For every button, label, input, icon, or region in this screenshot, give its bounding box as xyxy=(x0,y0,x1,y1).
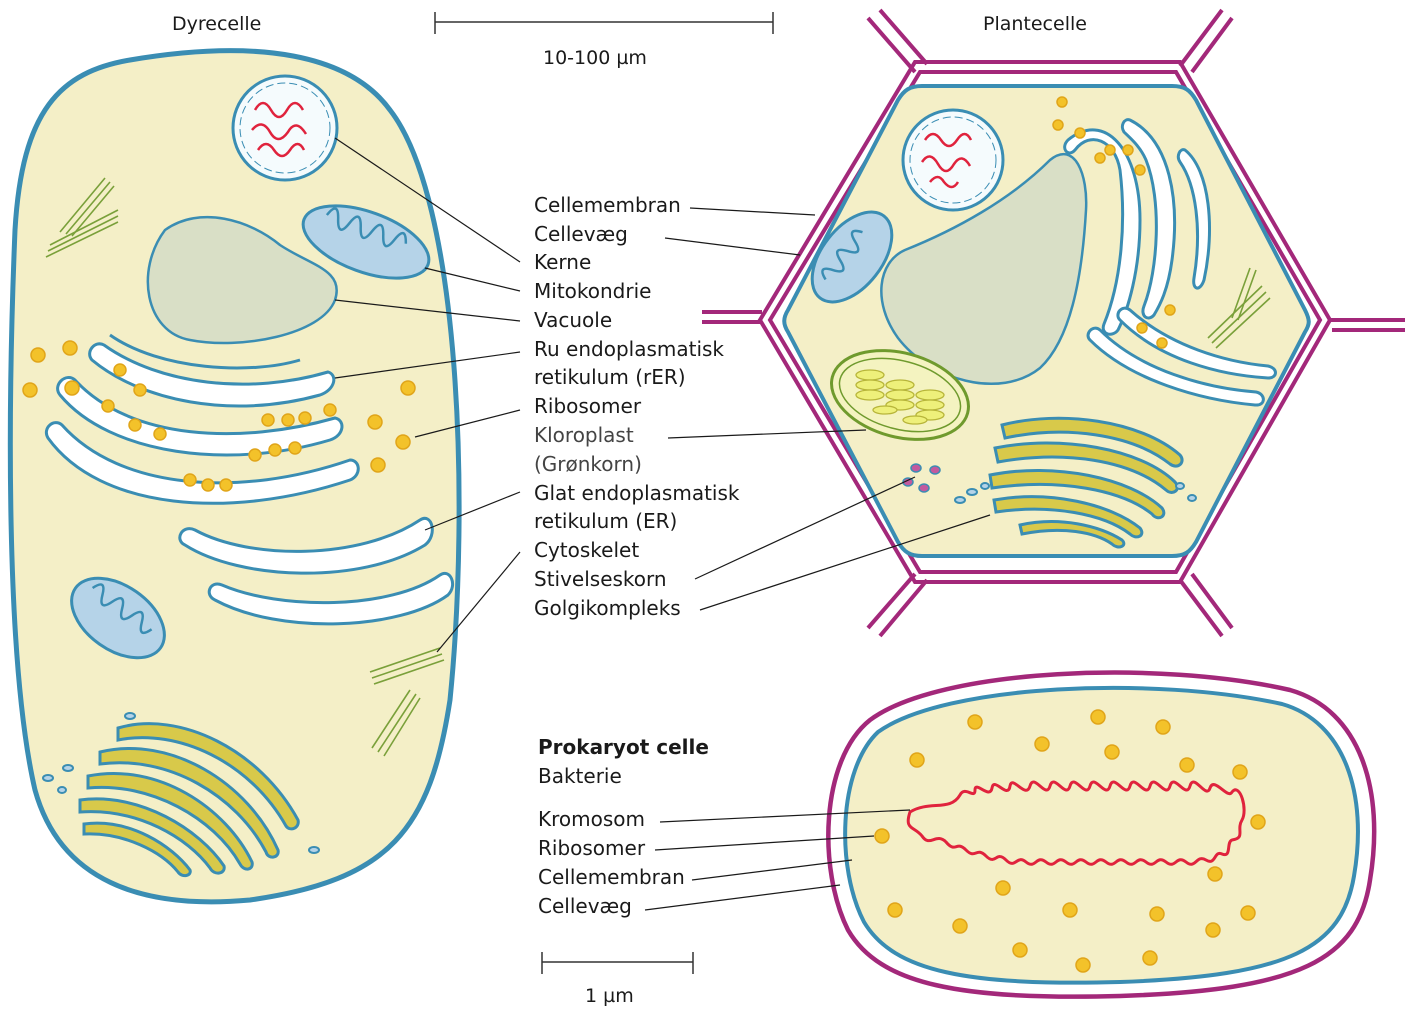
animal-nucleus xyxy=(233,76,337,180)
scalebar-eukaryote-label: 10-100 µm xyxy=(543,44,647,72)
label-cellemembran: Cellemembran xyxy=(534,191,681,219)
animal-cell-title: Dyrecelle xyxy=(172,10,261,38)
prokaryote-heading: Prokaryot celle xyxy=(538,733,709,761)
scalebar-prokaryote-label: 1 µm xyxy=(585,982,634,1010)
animal-cell xyxy=(10,51,459,902)
label-cytoskelet: Cytoskelet xyxy=(534,536,639,564)
label-vacuole: Vacuole xyxy=(534,306,612,334)
prokaryote-cell xyxy=(828,673,1374,997)
label-ser-line2: retikulum (ER) xyxy=(534,507,677,535)
label-cellevaeg: Cellevæg xyxy=(534,220,628,248)
label-kerne: Kerne xyxy=(534,248,591,276)
prokaryote-label-kromosom: Kromosom xyxy=(538,805,645,833)
label-ribosomer: Ribosomer xyxy=(534,392,641,420)
label-stivelseskorn: Stivelseskorn xyxy=(534,565,667,593)
label-golgikompleks: Golgikompleks xyxy=(534,594,681,622)
prokaryote-label-cellemembran: Cellemembran xyxy=(538,863,685,891)
plant-cell xyxy=(702,10,1405,636)
prokaryote-label-ribosomer: Ribosomer xyxy=(538,834,645,862)
scalebar-prokaryote xyxy=(542,952,693,974)
plant-nucleus xyxy=(903,110,1003,210)
prokaryote-label-cellevaeg: Cellevæg xyxy=(538,892,632,920)
label-mitokondrie: Mitokondrie xyxy=(534,277,651,305)
label-kloroplast-line1: Kloroplast xyxy=(534,421,634,449)
plant-cell-title: Plantecelle xyxy=(983,10,1087,38)
prokaryote-subheading: Bakterie xyxy=(538,762,622,790)
label-kloroplast-line2: (Grønkorn) xyxy=(534,450,642,478)
scalebar-eukaryote xyxy=(435,12,773,34)
label-ser-line1: Glat endoplasmatisk xyxy=(534,479,740,507)
label-rer-line2: retikulum (rER) xyxy=(534,363,686,391)
label-rer-line1: Ru endoplasmatisk xyxy=(534,335,724,363)
animal-cell-membrane xyxy=(10,51,459,902)
